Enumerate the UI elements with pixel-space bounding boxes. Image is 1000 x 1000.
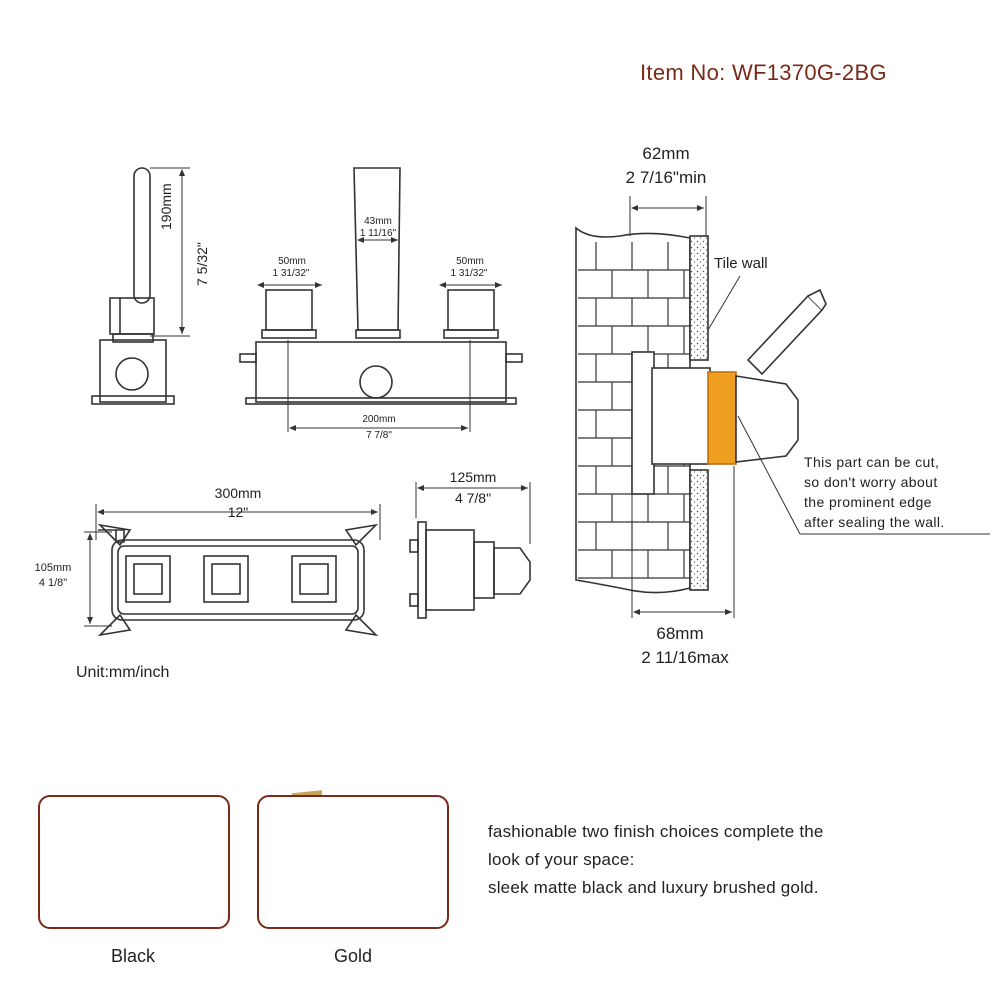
left-handle-mm: 50mm	[278, 256, 306, 267]
plate-height-in: 4 1/8"	[38, 577, 68, 589]
spacing-mm: 200mm	[362, 414, 396, 425]
right-handle-mm: 50mm	[456, 256, 484, 267]
wall-max-mm: 68mm	[656, 624, 704, 643]
side-height-in: 7 5/32"	[194, 242, 210, 286]
body-depth-in: 4 7/8"	[454, 490, 492, 506]
finish-description: fashionable two finish choices complete …	[488, 818, 824, 902]
left-handle-in: 1 31/32"	[272, 268, 310, 279]
tile-wall-label: Tile wall	[714, 255, 768, 272]
cut-note: This part can be cut, so don't worry abo…	[804, 452, 945, 532]
wall-min-in: 2 7/16"min	[625, 168, 707, 187]
black-finish-label: Black	[110, 946, 155, 966]
wall-max-in: 2 11/16max	[641, 648, 729, 667]
description-line: look of your space:	[488, 850, 635, 869]
side-height-mm: 190mm	[158, 183, 174, 230]
black-finish-card	[38, 795, 230, 929]
note-line: the prominent edge	[804, 494, 932, 510]
gold-finish-label: Gold	[333, 946, 373, 966]
plate-width-in: 12"	[227, 504, 249, 520]
side-view-drawing	[91, 167, 190, 405]
front-view-drawing	[239, 167, 523, 432]
description-line: fashionable two finish choices complete …	[488, 822, 824, 841]
plate-height-mm: 105mm	[34, 562, 72, 574]
spout-in: 1 11/16"	[359, 228, 397, 239]
plate-width-mm: 300mm	[214, 485, 262, 501]
item-number: Item No: WF1370G-2BG	[640, 60, 887, 85]
unit-label: Unit:mm/inch	[76, 664, 170, 681]
wall-section-drawing	[575, 196, 990, 618]
note-line: after sealing the wall.	[804, 514, 945, 530]
wall-min-mm: 62mm	[642, 144, 690, 163]
plate-view-drawing	[84, 504, 381, 637]
right-handle-in: 1 31/32"	[450, 268, 488, 279]
gold-finish-card	[257, 795, 449, 929]
body-view-drawing	[409, 482, 531, 619]
spacing-in: 7 7/8"	[366, 430, 392, 441]
description-line: sleek matte black and luxury brushed gol…	[488, 878, 819, 897]
note-line: This part can be cut,	[804, 454, 940, 470]
body-depth-mm: 125mm	[449, 469, 497, 485]
note-line: so don't worry about	[804, 474, 938, 490]
spout-mm: 43mm	[364, 216, 392, 227]
